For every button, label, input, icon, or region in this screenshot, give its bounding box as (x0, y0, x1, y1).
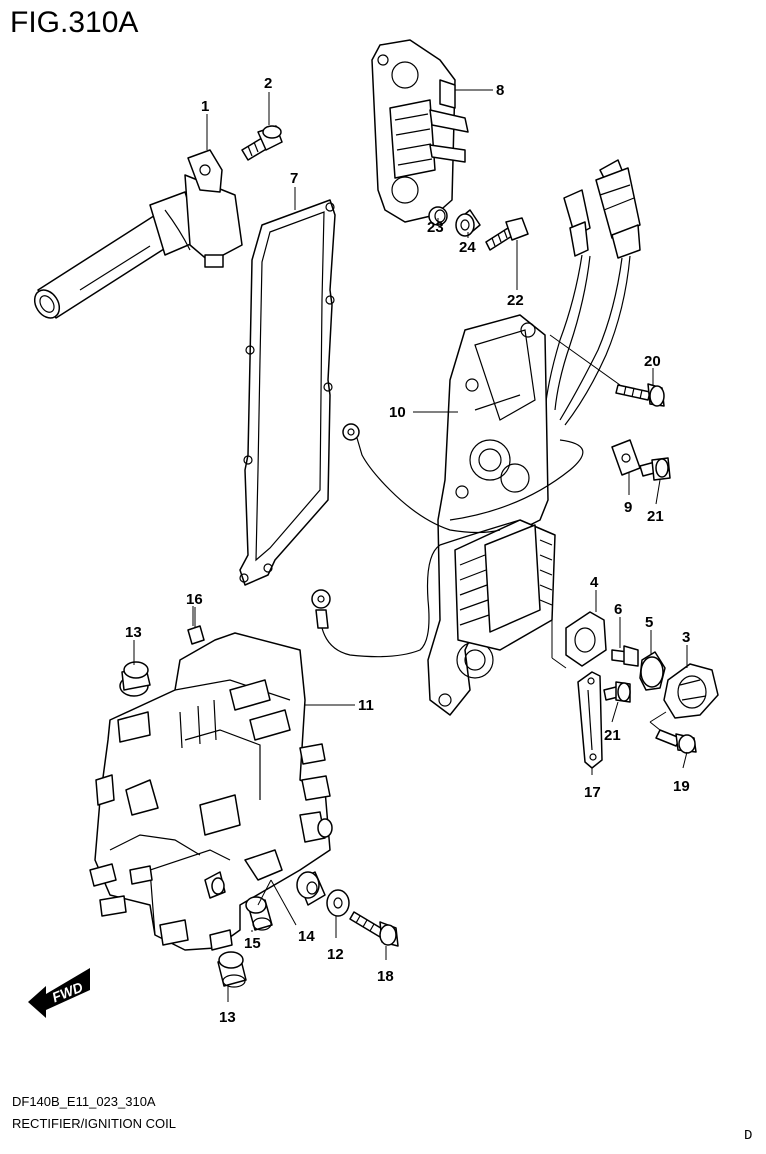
clip-part-9 (611, 439, 641, 476)
relay-bracket-part-8 (371, 39, 469, 223)
figure-name: RECTIFIER/IGNITION COIL (12, 1116, 176, 1131)
strap-part-17 (577, 671, 603, 769)
bushing-part-5 (639, 651, 666, 691)
callout-12: 12 (327, 946, 344, 963)
rectifier-heatsink (454, 519, 556, 651)
callout-2: 2 (264, 75, 272, 92)
callout-18: 18 (377, 968, 394, 985)
callout-21-upper: 21 (647, 508, 664, 525)
ground-wire-terminals (311, 423, 584, 658)
grommet-part-14 (296, 871, 326, 906)
gasket-part-4 (565, 611, 607, 667)
callout-16: 16 (186, 591, 203, 608)
gasket-part-7 (239, 199, 336, 586)
washer-part-12 (326, 889, 350, 917)
ignition-coil-part-1 (33, 149, 243, 319)
callout-3: 3 (682, 629, 690, 646)
callout-7: 7 (290, 170, 298, 187)
screw-part-6 (611, 645, 639, 667)
callout-11: 11 (358, 697, 374, 714)
bolt-part-2 (241, 125, 283, 161)
callout-20: 20 (644, 353, 661, 370)
callout-17: 17 (584, 784, 601, 801)
screw-part-21-lower (603, 681, 631, 703)
callout-21-lower: 21 (604, 727, 621, 744)
screw-part-19 (655, 729, 697, 754)
figure-code: DF140B_E11_023_310A (12, 1094, 156, 1109)
bolt-part-22 (485, 217, 529, 251)
wire-harness-connectors (544, 159, 641, 426)
callout-19: 19 (673, 778, 690, 795)
callout-24: 24 (459, 239, 476, 256)
callout-8: 8 (496, 82, 504, 99)
callout-6: 6 (614, 601, 622, 618)
fwd-badge-label: FWD (50, 979, 86, 1006)
callout-13-upper: 13 (125, 624, 142, 641)
callout-9: 9 (624, 499, 632, 516)
grommet-part-24 (455, 209, 481, 237)
mounting-plate-part-10 (427, 314, 549, 716)
bolt-part-18 (349, 911, 399, 947)
callout-23: 23 (427, 219, 444, 236)
holder-part-3 (663, 663, 719, 719)
grommet-part-15 (245, 896, 273, 931)
grommet-part-13-lower (217, 951, 247, 988)
fwd-direction-badge: FWD (28, 968, 90, 1018)
leader-lines (133, 89, 688, 1002)
callout-labels: 1 2 7 8 23 24 22 20 10 9 21 16 13 11 4 6… (125, 75, 690, 1026)
callout-4: 4 (590, 574, 599, 591)
callout-5: 5 (645, 614, 653, 631)
callout-14: 14 (298, 928, 315, 945)
grommet-part-13-upper (119, 661, 151, 697)
bolt-part-20 (615, 383, 665, 407)
callout-10: 10 (389, 404, 406, 421)
cap-part-16 (187, 625, 205, 645)
junction-box-part-11 (89, 632, 333, 951)
page-letter: D (744, 1128, 753, 1144)
callout-22: 22 (507, 292, 524, 309)
callout-13-lower: 13 (219, 1009, 236, 1026)
screw-part-21-upper (639, 457, 671, 481)
figure-title: FIG.310A (10, 6, 139, 39)
callout-15: 15 (244, 935, 261, 952)
callout-1: 1 (201, 98, 209, 115)
